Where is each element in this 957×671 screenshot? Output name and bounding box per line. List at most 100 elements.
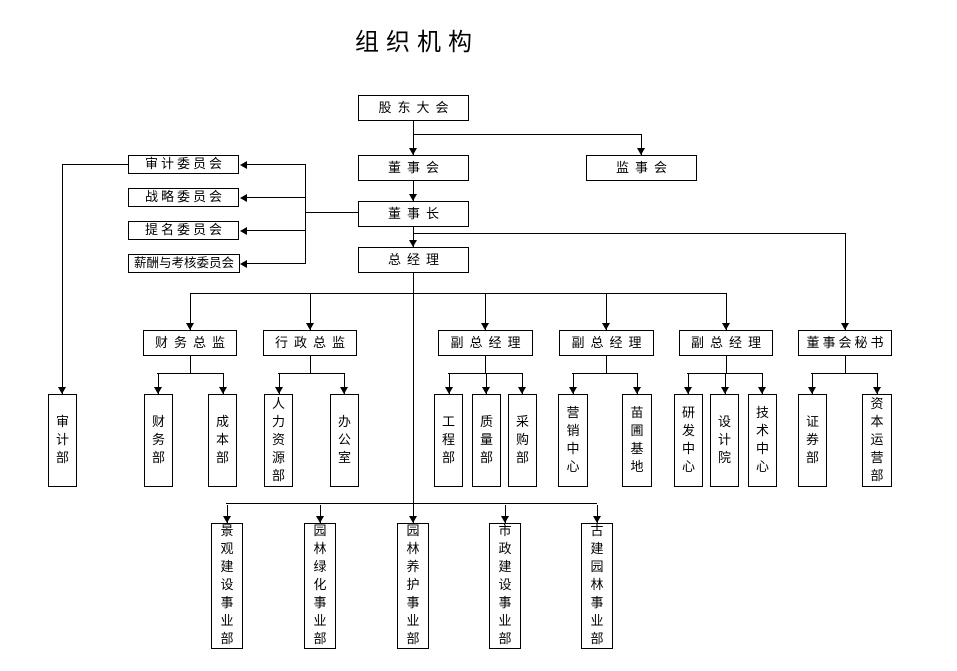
arrow-down-icon	[481, 323, 489, 330]
node-dept-rnd: 研发中心	[674, 394, 703, 487]
connector-line	[413, 134, 641, 135]
arrow-down-icon	[409, 148, 417, 155]
connector-line	[310, 293, 311, 330]
arrow-left-icon	[240, 260, 247, 268]
arrow-down-icon	[841, 323, 849, 330]
node-label: 苗圃基地	[630, 405, 644, 475]
node-label: 设计院	[717, 414, 731, 466]
connector-line	[413, 227, 414, 247]
connector-line	[247, 230, 305, 231]
connector-line	[812, 373, 813, 394]
node-dept-securities: 证券部	[798, 394, 827, 487]
arrow-down-icon	[223, 516, 231, 523]
node-dept-capital: 资本运营部	[862, 394, 892, 487]
node-dept-marketing: 营销中心	[558, 394, 588, 487]
node-dept-audit: 审计部	[48, 394, 77, 487]
node-label: 薪酬与考核委员会	[133, 255, 234, 271]
arrow-down-icon	[154, 387, 162, 394]
node-div-landscape: 景观建设事业部	[211, 523, 243, 649]
arrow-down-icon	[633, 387, 641, 394]
arrow-down-icon	[637, 148, 645, 155]
connector-line	[190, 356, 191, 373]
connector-line	[845, 233, 846, 330]
arrow-left-icon	[240, 194, 247, 202]
node-supervisory: 监事会	[586, 155, 697, 181]
page-title: 组织机构	[355, 28, 479, 56]
connector-line	[725, 373, 726, 394]
node-div-ancient: 古建园林事业部	[581, 523, 613, 649]
connector-line	[413, 233, 845, 234]
arrow-down-icon	[409, 240, 417, 247]
node-deputy-gm-2: 副总经理	[559, 330, 654, 356]
node-label: 审计委员会	[144, 157, 225, 172]
connector-line	[762, 373, 763, 394]
node-label: 资本运营部	[870, 396, 884, 484]
arrow-left-icon	[240, 161, 247, 169]
connector-line	[811, 373, 877, 374]
connector-line	[845, 356, 846, 373]
node-dept-office: 办公室	[330, 394, 359, 487]
node-label: 审计部	[55, 414, 69, 466]
arrow-down-icon	[482, 387, 490, 394]
node-dept-procurement: 采购部	[508, 394, 537, 487]
node-label: 工程部	[441, 414, 455, 466]
arrow-down-icon	[722, 323, 730, 330]
node-gm: 总经理	[358, 247, 469, 273]
arrow-down-icon	[186, 323, 194, 330]
connector-line	[485, 293, 486, 330]
node-label: 采购部	[515, 414, 529, 466]
arrow-down-icon	[758, 387, 766, 394]
node-deputy-gm-3: 副总经理	[679, 330, 773, 356]
node-label: 市政建设事业部	[498, 524, 512, 647]
connector-line	[227, 505, 228, 523]
arrow-down-icon	[684, 387, 692, 394]
arrow-down-icon	[501, 516, 509, 523]
node-deputy-gm-1: 副总经理	[438, 330, 533, 356]
connector-line	[223, 373, 224, 394]
node-label: 人力资源部	[271, 396, 285, 484]
node-label: 研发中心	[681, 405, 695, 475]
arrow-down-icon	[518, 387, 526, 394]
node-label: 战略委员会	[144, 190, 225, 205]
node-dept-finance: 财务部	[144, 394, 173, 487]
connector-line	[449, 373, 450, 394]
connector-line	[157, 373, 223, 374]
arrow-left-icon	[240, 227, 247, 235]
connector-line	[641, 134, 642, 155]
node-board: 董事会	[358, 155, 469, 181]
arrow-down-icon	[306, 323, 314, 330]
connector-line	[305, 164, 306, 264]
connector-line	[877, 373, 878, 394]
node-label: 董事会秘书	[806, 335, 887, 351]
arrow-down-icon	[721, 387, 729, 394]
connector-line	[637, 373, 638, 394]
connector-line	[606, 356, 607, 373]
node-label: 财务部	[151, 414, 165, 466]
node-label: 行政总监	[274, 335, 351, 351]
node-label: 监事会	[615, 160, 673, 176]
node-committee-nomination: 提名委员会	[128, 221, 239, 240]
connector-line	[597, 505, 598, 523]
node-dept-engineering: 工程部	[434, 394, 463, 487]
connector-line	[485, 356, 486, 373]
connector-line	[310, 356, 311, 373]
connector-line	[688, 373, 689, 394]
connector-line	[505, 505, 506, 523]
node-admin-director: 行政总监	[263, 330, 357, 356]
connector-line	[573, 373, 574, 394]
arrow-down-icon	[569, 387, 577, 394]
node-dept-cost: 成本部	[208, 394, 237, 487]
connector-line	[572, 373, 637, 374]
arrow-down-icon	[316, 516, 324, 523]
node-label: 营销中心	[566, 405, 580, 475]
connector-line	[278, 373, 344, 374]
node-label: 成本部	[215, 414, 229, 466]
node-label: 董事长	[387, 206, 445, 222]
node-label: 园林养护事业部	[406, 524, 420, 647]
connector-line	[62, 164, 63, 394]
connector-line	[247, 197, 305, 198]
node-label: 质量部	[479, 414, 493, 466]
connector-line	[247, 164, 305, 165]
connector-line	[279, 373, 280, 394]
